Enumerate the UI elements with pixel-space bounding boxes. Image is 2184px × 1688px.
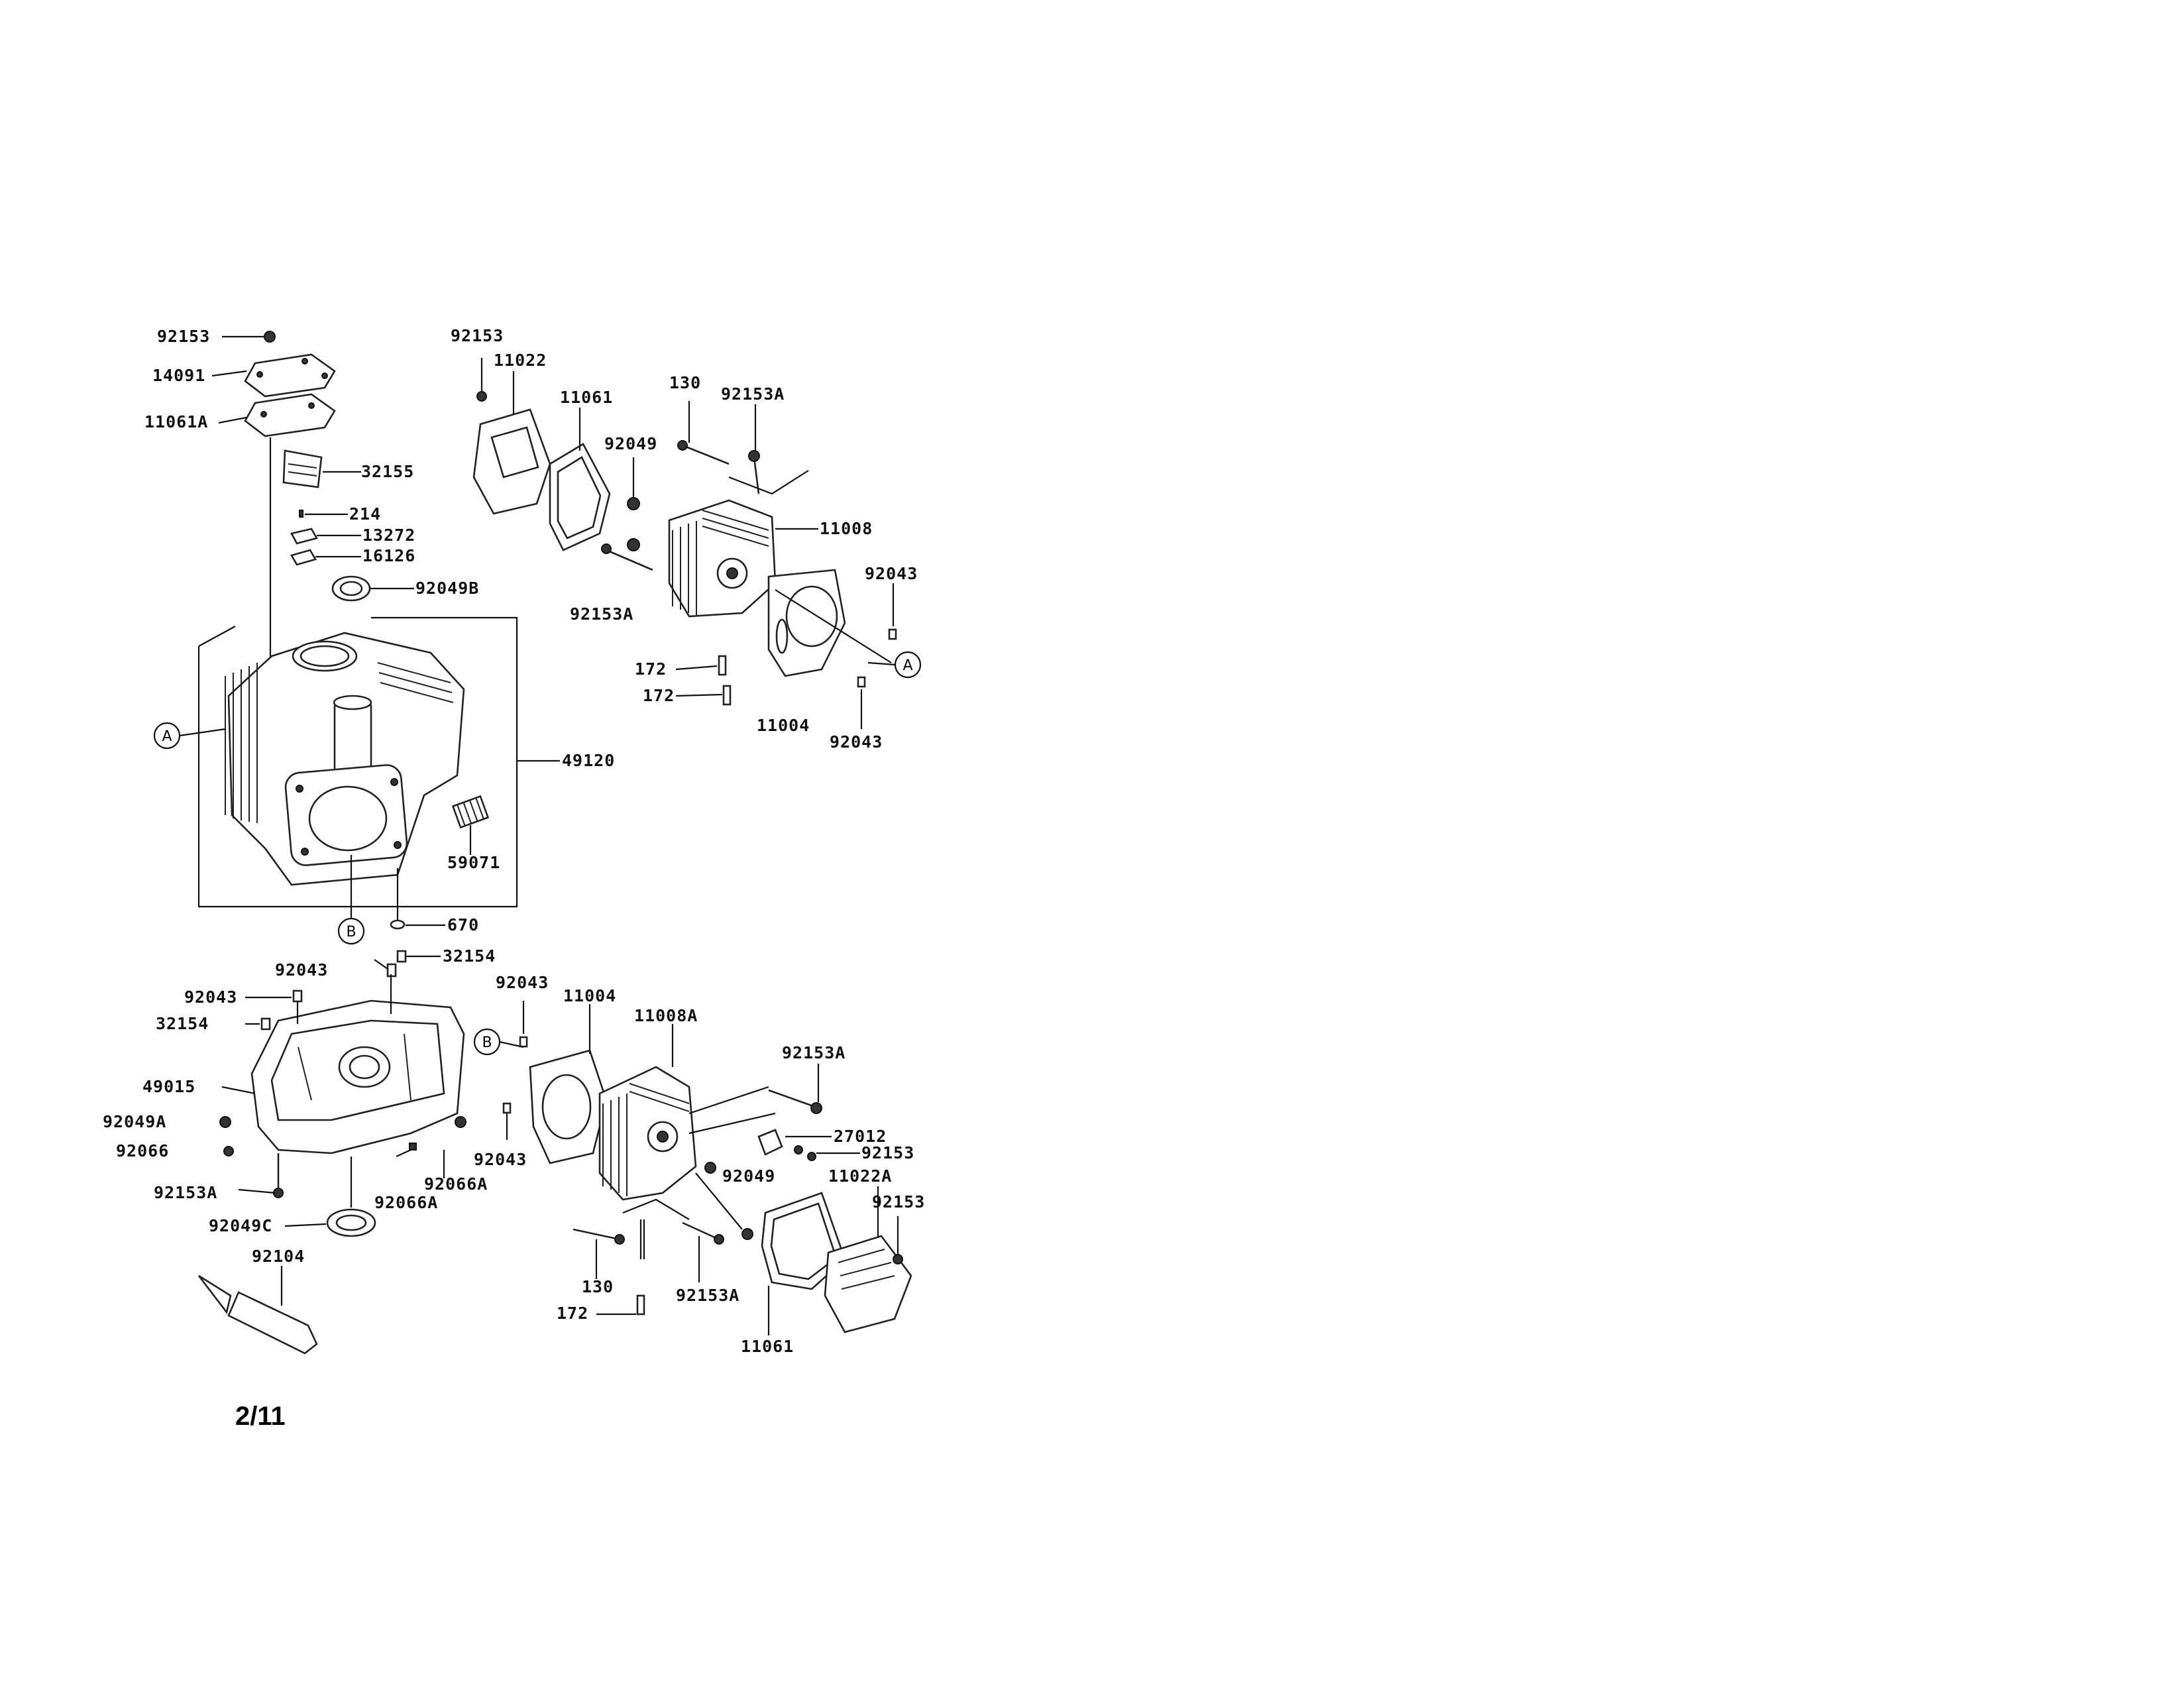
label-130: 130	[582, 1277, 614, 1296]
screw-214	[299, 510, 303, 518]
cylinder-head-11008	[668, 499, 777, 618]
page-number: 2/11	[235, 1402, 286, 1431]
label-11004: 11004	[563, 986, 616, 1005]
label-172: 172	[635, 659, 667, 679]
label-92043: 92043	[830, 732, 883, 752]
label-214: 214	[349, 504, 381, 524]
label-49120: 49120	[562, 751, 615, 770]
label-11008A: 11008A	[634, 1006, 698, 1025]
svg-text:B: B	[482, 1035, 492, 1051]
label-32155: 32155	[361, 462, 414, 481]
label-92043: 92043	[496, 973, 549, 992]
plate-13272	[290, 528, 318, 545]
label-92153: 92153	[861, 1143, 914, 1162]
crankcase-cover-49015	[197, 950, 466, 1355]
label-92049: 92049	[604, 434, 657, 453]
label-16126: 16126	[362, 546, 415, 565]
label-92153: 92153	[451, 326, 504, 345]
label-92043: 92043	[474, 1150, 527, 1169]
label-92049: 92049	[722, 1166, 775, 1186]
label-49015: 49015	[142, 1077, 195, 1096]
breather-gasket-11061A	[244, 393, 336, 437]
dowel-92043-c2	[292, 989, 303, 1003]
crankcase-49120	[197, 616, 518, 930]
label-92153A: 92153A	[721, 384, 785, 404]
label-92043: 92043	[865, 564, 918, 583]
bracket-27012	[757, 1129, 783, 1156]
seal-92066	[223, 1146, 234, 1156]
label-92043: 92043	[275, 960, 328, 980]
label-59071: 59071	[447, 853, 500, 872]
cylinder-head-1-group	[472, 358, 897, 729]
bolt-92153-top	[264, 331, 276, 343]
label-92066A: 92066A	[374, 1193, 438, 1212]
callout-b-right: B	[473, 1028, 524, 1056]
plug-32154-c2	[260, 1017, 271, 1031]
label-92043: 92043	[184, 987, 237, 1007]
label-92153A: 92153A	[782, 1043, 846, 1062]
label-92066A: 92066A	[424, 1174, 488, 1194]
label-11061: 11061	[741, 1337, 794, 1356]
plug-32154-c1	[396, 950, 407, 963]
label-11008: 11008	[820, 519, 873, 538]
label-92049A: 92049A	[103, 1112, 166, 1131]
callout-b-left: B	[337, 917, 365, 945]
label-32154: 32154	[156, 1014, 209, 1033]
label-92153: 92153	[157, 327, 210, 346]
label-11061: 11061	[560, 388, 613, 407]
label-92066: 92066	[116, 1141, 169, 1160]
callout-a-left: A	[153, 722, 226, 750]
seal-92066A-b	[409, 1143, 417, 1151]
label-92049C: 92049C	[209, 1216, 272, 1235]
label-27012: 27012	[834, 1127, 887, 1146]
seal-92049A	[219, 1116, 231, 1128]
label-11061A: 11061A	[144, 412, 208, 431]
label-11022: 11022	[494, 351, 547, 370]
o-ring-670	[390, 919, 406, 930]
seal-92066A-a	[455, 1116, 466, 1128]
label-670: 670	[447, 915, 479, 934]
label-92104: 92104	[252, 1247, 305, 1266]
filter-59071	[451, 795, 490, 829]
label-14091: 14091	[152, 366, 205, 385]
dowel-92043-r1b	[857, 676, 866, 688]
leader-lines	[211, 335, 860, 1316]
label-92153A: 92153A	[154, 1183, 217, 1202]
reed-16126	[290, 549, 317, 566]
part-labels: 92153 14091 11061A 32155 214 13272 16126…	[103, 326, 925, 1356]
svg-text:B: B	[346, 924, 356, 940]
label-11004: 11004	[757, 716, 810, 735]
breather-cover-group	[244, 331, 371, 669]
label-172: 172	[643, 686, 675, 705]
label-11022A: 11022A	[828, 1166, 892, 1186]
label-172: 172	[557, 1304, 588, 1323]
callout-a-right: A	[867, 651, 922, 679]
label-92153A: 92153A	[570, 604, 633, 624]
label-32154: 32154	[443, 946, 496, 966]
svg-text:A: A	[162, 728, 172, 745]
dowel-92043-r1a	[888, 628, 897, 640]
cylinder-head-2-group: B	[473, 1001, 912, 1335]
label-92049B: 92049B	[415, 579, 479, 598]
label-13272: 13272	[362, 526, 415, 545]
breather-cover-14091	[244, 353, 336, 398]
sealant-tube-92104	[197, 1266, 318, 1355]
breather-plate-32155	[282, 449, 323, 488]
label-130: 130	[669, 373, 701, 392]
label-92153A: 92153A	[676, 1286, 739, 1305]
label-92153: 92153	[872, 1192, 925, 1211]
svg-text:A: A	[902, 657, 912, 674]
